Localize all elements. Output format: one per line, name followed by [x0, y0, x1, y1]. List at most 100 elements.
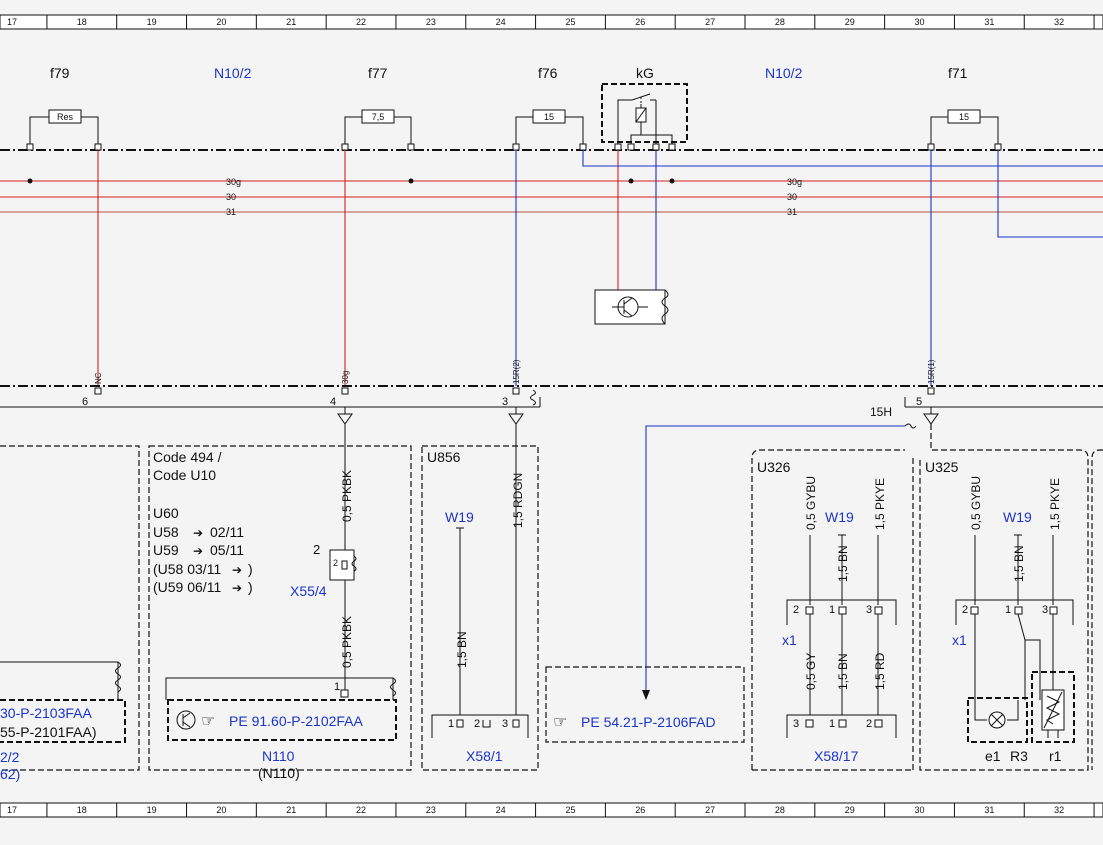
- terminal: [94, 387, 102, 395]
- u856-w19[interactable]: W19: [445, 509, 474, 525]
- terminal: [614, 143, 622, 151]
- grid-col-19: 19: [147, 805, 157, 815]
- svg-text:3: 3: [1042, 604, 1048, 616]
- svg-text:2: 2: [793, 604, 799, 616]
- grid-col-23: 23: [426, 805, 436, 815]
- svg-text:1: 1: [829, 718, 835, 730]
- n110-box: Code 494 / Code U10 U60 U58 ➔ 02/11 U59 …: [148, 424, 412, 781]
- fuse-f77[interactable]: 7,5: [344, 109, 412, 150]
- terminal: [341, 387, 349, 395]
- left-footer-1: 2/2: [0, 749, 20, 765]
- u325-w19[interactable]: W19: [1003, 509, 1032, 525]
- grid-col-21: 21: [286, 17, 296, 27]
- grid-col-26: 26: [635, 805, 645, 815]
- fuse-f79-value: Res: [57, 112, 74, 122]
- svg-text:2: 2: [313, 542, 320, 557]
- n110-paren-label: (N110): [258, 765, 300, 781]
- r1-label: r1: [1049, 748, 1062, 764]
- u58-paren: (U58 03/11: [153, 561, 221, 577]
- bus-31-label-b: 31: [787, 207, 797, 217]
- connector-strip: 6 4 3 5 15H: [0, 389, 1103, 419]
- x554-label[interactable]: X55/4: [290, 583, 327, 599]
- grid-col-23: 23: [426, 17, 436, 27]
- u856-wire-bn: 1,5 BN: [455, 631, 469, 668]
- u325-wire-bn: 1,5 BN: [1012, 545, 1026, 582]
- pin-nc: NC: [94, 372, 103, 384]
- module-n102-label-b: N10/2: [765, 65, 803, 81]
- u58-label: U58: [153, 524, 179, 540]
- svg-text:2: 2: [333, 558, 338, 568]
- pe-9160-ref[interactable]: PE 91.60-P-2102FAA: [229, 713, 364, 729]
- bus-30-label-b: 30: [787, 192, 797, 202]
- grid-col-17: 17: [7, 17, 17, 27]
- wire-pkbk-2: 0,5 PKBK: [340, 616, 354, 668]
- connector-5: 5: [916, 396, 922, 408]
- pointing-hand-icon-2: ☞: [553, 714, 567, 731]
- terminal: [26, 143, 34, 151]
- u59-label: U59: [153, 542, 179, 558]
- fuse-f76[interactable]: 15: [515, 109, 584, 150]
- grid-col-17: 17: [7, 805, 17, 815]
- pe-5421-ref[interactable]: PE 54.21-P-2106FAD: [581, 714, 716, 730]
- grid-col-20: 20: [216, 805, 226, 815]
- terminal: [512, 387, 520, 395]
- left-ref-2: 55-P-2101FAA): [0, 724, 97, 740]
- connector-3: 3: [502, 396, 508, 408]
- u325-x1: x1: [952, 632, 967, 648]
- n110-label[interactable]: N110: [262, 748, 295, 764]
- relay-kg-label: kG: [636, 65, 654, 81]
- u856-box: U856 W19 1,5 BN 1,5 RDGN 1 2 3 X58/1: [421, 424, 539, 771]
- module-n102-label-a: N10/2: [214, 65, 252, 81]
- grid-col-30: 30: [915, 17, 925, 27]
- transistor-module[interactable]: [594, 289, 669, 325]
- u60-label: U60: [153, 505, 179, 521]
- pin-30g: 30g: [341, 371, 350, 384]
- u326-wire-bn2: 1,5 BN: [836, 653, 850, 690]
- svg-text:2: 2: [474, 718, 480, 730]
- pin-15r1: 15R(1): [927, 359, 936, 384]
- svg-text:): ): [248, 579, 253, 595]
- grid-col-28: 28: [775, 805, 785, 815]
- u326-w19[interactable]: W19: [825, 509, 854, 525]
- fuse-f79-label: f79: [50, 65, 70, 81]
- terminal: [512, 143, 520, 151]
- top-terminals: [26, 143, 1002, 151]
- u326-wire-rd: 1,5 RD: [873, 652, 887, 690]
- fuse-f77-label: f77: [368, 65, 388, 81]
- fuse-f79[interactable]: Res: [29, 109, 99, 150]
- svg-text:2: 2: [962, 604, 968, 616]
- u856-title: U856: [427, 449, 461, 465]
- e1-label: e1: [985, 748, 1001, 764]
- x5817-label[interactable]: X58/17: [814, 748, 859, 764]
- svg-text:1: 1: [448, 718, 454, 730]
- u58-date: 02/11: [210, 524, 244, 540]
- u326-wire-pkye: 1,5 PKYE: [873, 478, 887, 530]
- code-494-label: Code 494 /: [153, 449, 222, 465]
- u326-wire-gy: 0,5 GY: [804, 653, 818, 690]
- u59-paren: (U59 06/11: [153, 579, 221, 595]
- svg-text:1: 1: [334, 681, 340, 693]
- svg-text:1: 1: [829, 604, 835, 616]
- left-ref-1[interactable]: 30-P-2103FAA: [0, 705, 92, 721]
- svg-text:➔: ➔: [193, 544, 203, 558]
- terminal: [668, 143, 676, 151]
- connector-6: 6: [82, 396, 88, 408]
- fuse-f71[interactable]: 15: [930, 109, 999, 150]
- u856-wire-rdgn: 1,5 RDGN: [511, 473, 525, 528]
- wire-pkbk-1: 0,5 PKBK: [340, 470, 354, 522]
- fuse-f77-value: 7,5: [372, 112, 385, 122]
- pe5421-box: ☞ PE 54.21-P-2106FAD: [545, 423, 917, 743]
- mid-terminals: [94, 387, 935, 395]
- grid-col-24: 24: [496, 17, 506, 27]
- grid-col-25: 25: [565, 805, 575, 815]
- u326-box: U326 W19 0,5 GYBU 1,5 BN 1,5 PKYE 2 1 3 …: [751, 449, 914, 771]
- grid-col-22: 22: [356, 805, 366, 815]
- svg-text:1: 1: [1005, 604, 1011, 616]
- transistor-icon: [176, 710, 196, 730]
- grid-col-18: 18: [77, 805, 87, 815]
- x581-label[interactable]: X58/1: [466, 748, 503, 764]
- grid-col-21: 21: [286, 805, 296, 815]
- svg-text:2: 2: [866, 718, 872, 730]
- code-u10-label: Code U10: [153, 467, 216, 483]
